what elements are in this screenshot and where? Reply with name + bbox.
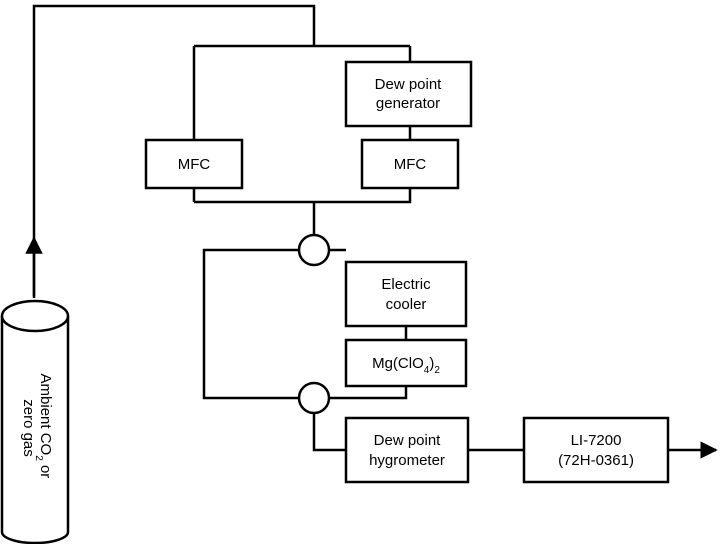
dryer-branch-bottom: [330, 386, 408, 400]
gas-cylinder: Ambient CO2 or zero gas: [0, 299, 70, 544]
valve-to-hygrometer-line: [312, 414, 346, 452]
electric-cooler-box: Electric cooler: [344, 260, 468, 328]
mfc-left-box: MFC: [144, 138, 244, 190]
supply-line: [32, 4, 316, 296]
cylinder-label: Ambient CO2 or zero gas: [20, 374, 54, 483]
bypass-line: [202, 248, 298, 400]
electric-cooler-label-1: Electric: [381, 276, 431, 293]
dew-point-generator-label-1: Dew point: [375, 76, 443, 93]
lower-valve: [297, 381, 331, 415]
magnesium-perchlorate-label: Mg(ClO4)2: [372, 355, 440, 376]
mfc-right-label: MFC: [394, 156, 427, 173]
magnesium-perchlorate-box: Mg(ClO4)2: [344, 338, 468, 388]
upper-valve: [297, 233, 331, 267]
mfc-left-label: MFC: [178, 156, 211, 173]
li-7200-box: LI-7200 (72H-0361): [522, 416, 670, 484]
dew-point-generator-box: Dew point generator: [344, 60, 473, 128]
mfc-right-box: MFC: [360, 138, 460, 190]
dew-point-hygrometer-label-1: Dew point: [374, 432, 442, 449]
li-7200-label-2: (72H-0361): [558, 452, 634, 469]
electric-cooler-label-2: cooler: [386, 296, 427, 313]
dew-point-generator-label-2: generator: [376, 95, 440, 112]
manifold-bottom: [194, 188, 412, 204]
dew-point-hygrometer-box: Dew point hygrometer: [344, 416, 470, 484]
dew-point-hygrometer-label-2: hygrometer: [369, 452, 445, 469]
li-7200-label-1: LI-7200: [571, 432, 622, 449]
